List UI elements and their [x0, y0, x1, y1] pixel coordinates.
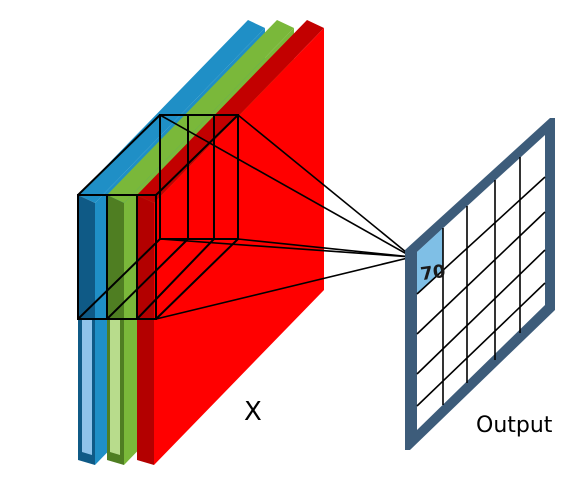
output-cell-highlight [417, 228, 443, 294]
input-channel-red [137, 20, 324, 465]
kernel-window [77, 114, 239, 320]
output-label: Output [476, 413, 553, 438]
output-grid [405, 118, 555, 450]
input-label: X [244, 397, 262, 427]
projection-lines [155, 114, 413, 320]
output-cell-value: 70 [419, 261, 447, 285]
